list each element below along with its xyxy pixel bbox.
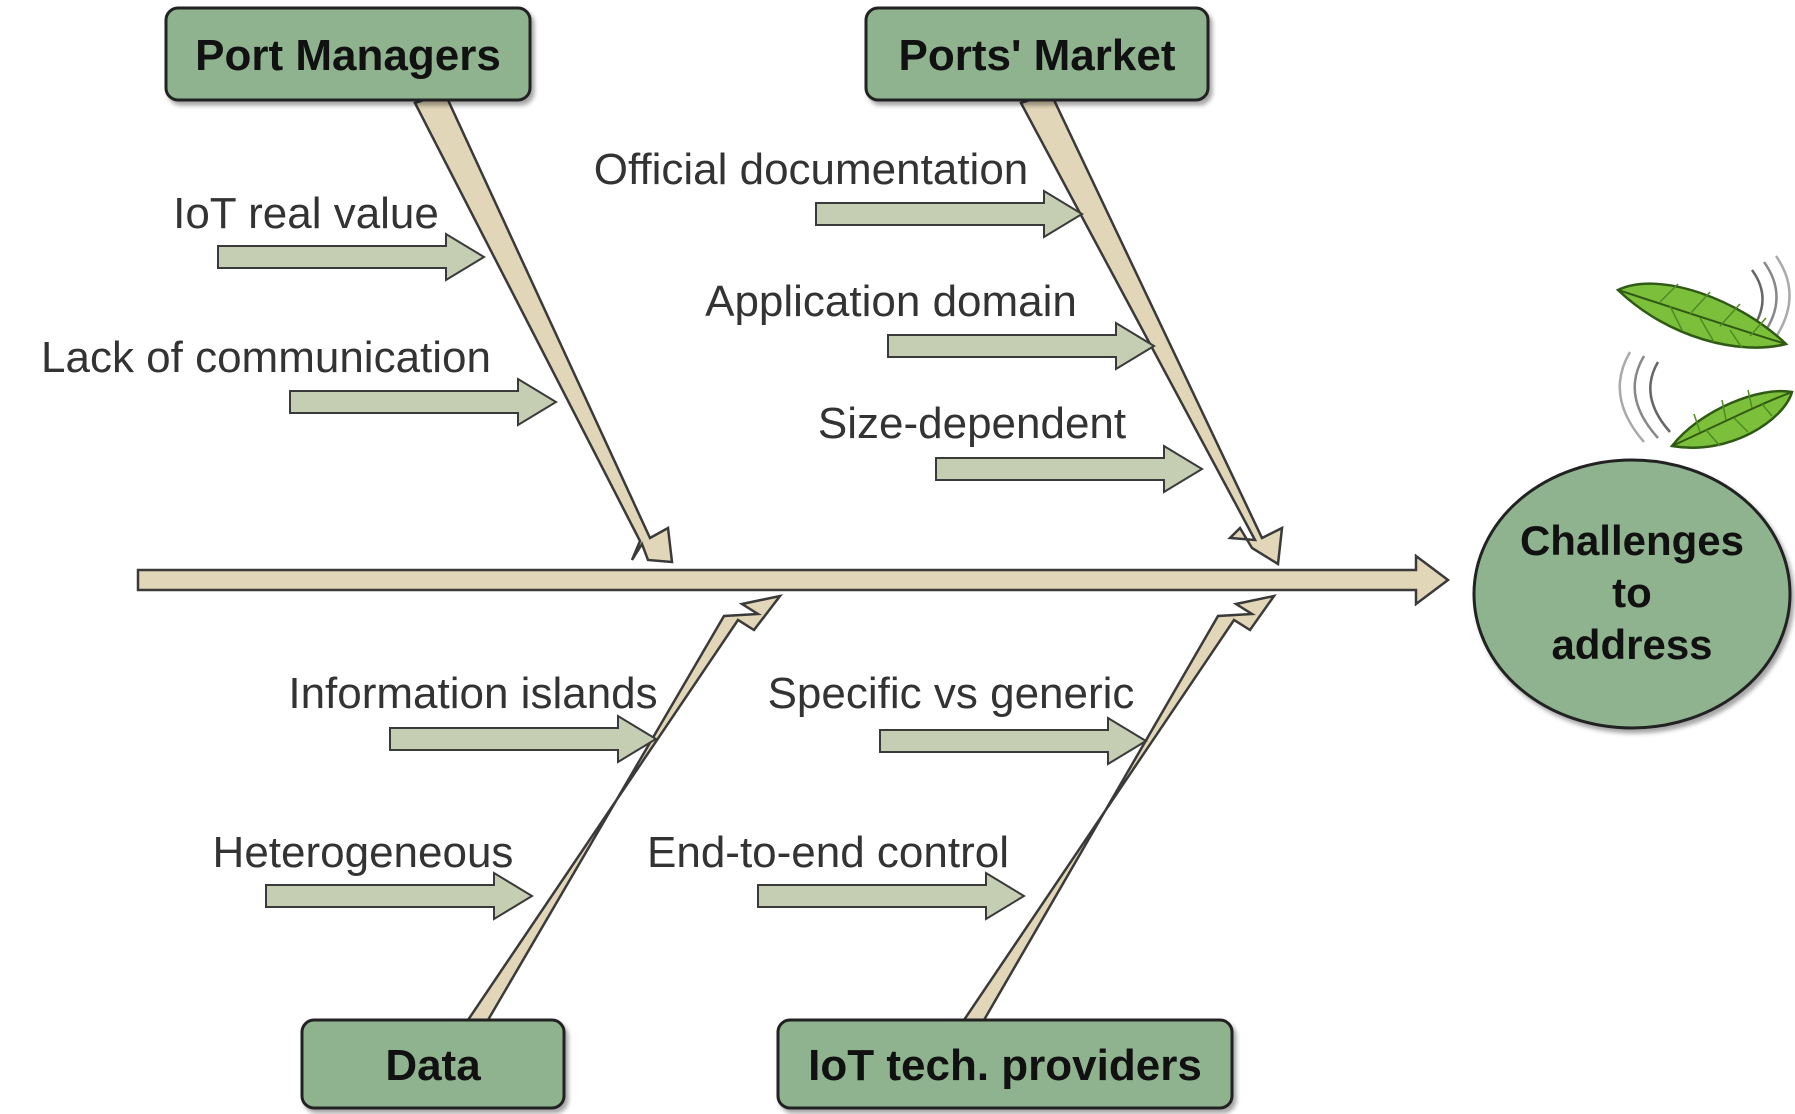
main-spine-arrow — [136, 553, 1451, 607]
cause-label-lack-of-communication: Lack of communication — [41, 333, 491, 382]
category-label-port-managers: Port Managers — [195, 31, 501, 80]
bone-port-managers — [413, 98, 674, 564]
cause-arrow-heterogeneous — [265, 871, 534, 921]
bone-data — [444, 594, 784, 1022]
cause-arrow-lack-of-communication — [289, 377, 558, 427]
category-label-ports-market: Ports' Market — [899, 31, 1176, 80]
effect-node: Challenges to address — [1472, 458, 1792, 730]
category-label-iot-tech-providers: IoT tech. providers — [808, 1041, 1202, 1090]
category-data: Data — [300, 1018, 566, 1110]
leaves-icon — [1615, 255, 1794, 449]
category-port-managers: Port Managers — [164, 6, 532, 102]
cause-label-iot-real-value: IoT real value — [173, 189, 439, 238]
cause-arrow-specific-vs-generic — [879, 716, 1148, 766]
category-label-data: Data — [385, 1041, 481, 1090]
cause-arrow-iot-real-value — [217, 232, 486, 282]
bone-ports-market — [1019, 98, 1284, 567]
cause-label-size-dependent: Size-dependent — [818, 399, 1126, 448]
cause-arrow-end-to-end-control — [757, 871, 1026, 921]
effect-label-line-1: Challenges — [1520, 517, 1744, 564]
cause-arrow-information-islands — [389, 714, 658, 764]
category-iot-tech-providers: IoT tech. providers — [776, 1018, 1234, 1110]
cause-label-heterogeneous: Heterogeneous — [213, 828, 514, 877]
category-ports-market: Ports' Market — [864, 6, 1210, 102]
effect-label-line-3: address — [1551, 621, 1712, 668]
cause-label-official-documentation: Official documentation — [594, 145, 1029, 194]
bone-iot-providers — [940, 594, 1277, 1022]
effect-label-line-2: to — [1612, 569, 1652, 616]
cause-label-specific-vs-generic: Specific vs generic — [768, 669, 1135, 718]
cause-arrow-application-domain — [887, 321, 1156, 371]
cause-label-information-islands: Information islands — [288, 669, 657, 718]
cause-arrow-official-documentation — [815, 189, 1084, 239]
cause-label-end-to-end-control: End-to-end control — [647, 828, 1009, 877]
cause-label-application-domain: Application domain — [705, 277, 1077, 326]
cause-arrow-size-dependent — [935, 444, 1204, 494]
